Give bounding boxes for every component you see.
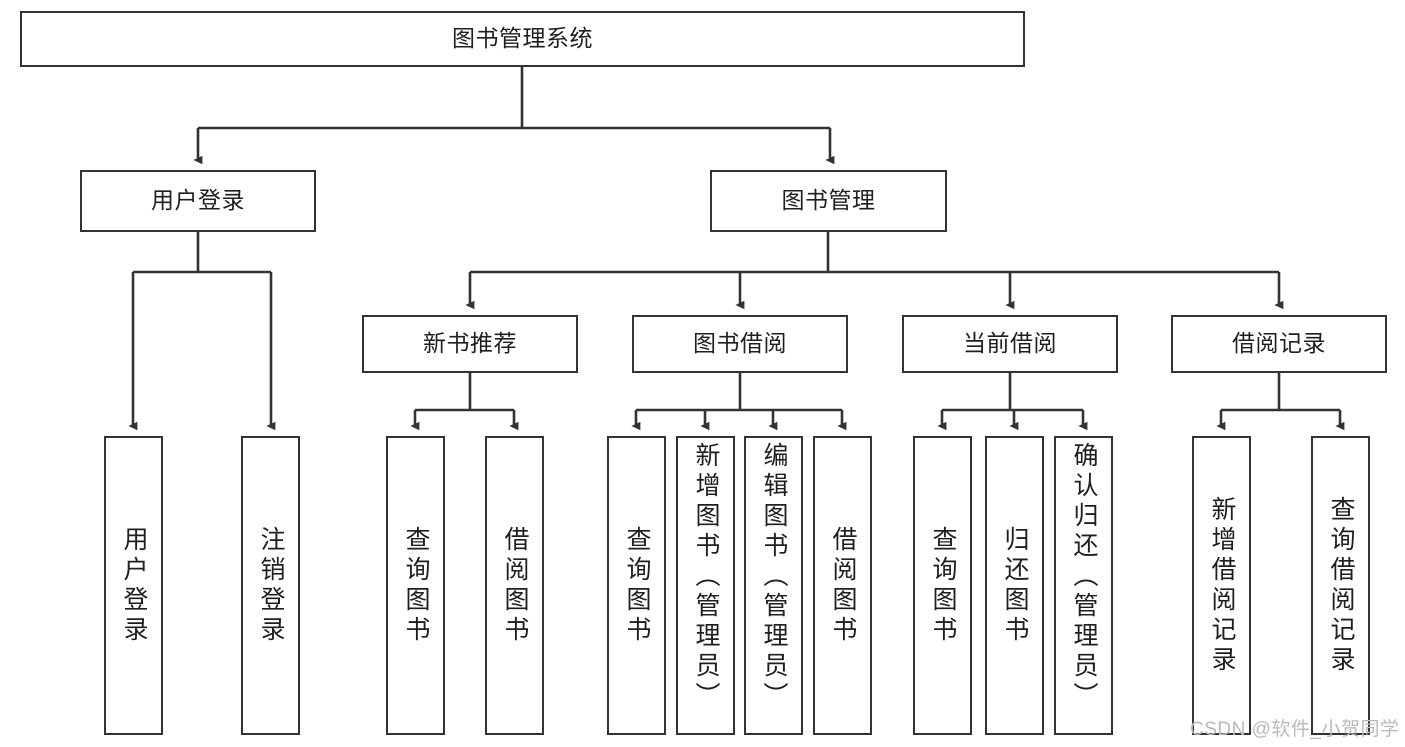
node-leaf-query-record[interactable]: 查询借阅记录 <box>1311 436 1370 735</box>
node-leaf-logout[interactable]: 注销登录 <box>241 436 300 735</box>
node-book-borrow-label: 图书借阅 <box>693 330 787 357</box>
node-leaf-query-record-label: 查询借阅记录 <box>1327 495 1355 676</box>
node-leaf-add-record[interactable]: 新增借阅记录 <box>1192 436 1251 735</box>
node-book-manage[interactable]: 图书管理 <box>710 170 947 232</box>
node-leaf-query-book[interactable]: 查询图书 <box>607 436 666 735</box>
node-leaf-edit-book-label: 编辑图书（管理员） <box>760 442 788 712</box>
node-root[interactable]: 图书管理系统 <box>20 11 1025 67</box>
node-new-book-recommend-label: 新书推荐 <box>423 330 517 357</box>
node-leaf-borrow-book-rec-label: 借阅图书 <box>501 525 529 646</box>
node-leaf-logout-label: 注销登录 <box>257 525 285 646</box>
node-leaf-add-book-label: 新增图书（管理员） <box>692 442 720 712</box>
node-leaf-confirm-return-label: 确认归还（管理员） <box>1070 442 1098 712</box>
node-leaf-user-login-label: 用户登录 <box>120 525 148 646</box>
node-root-label: 图书管理系统 <box>452 25 593 52</box>
csdn-watermark: CSDN @软件_小贺同学 <box>1190 719 1400 740</box>
node-leaf-query-book-rec-label: 查询图书 <box>402 525 430 646</box>
node-leaf-add-record-label: 新增借阅记录 <box>1208 495 1236 676</box>
node-new-book-recommend[interactable]: 新书推荐 <box>362 315 578 373</box>
node-leaf-user-login[interactable]: 用户登录 <box>104 436 163 735</box>
node-user-login[interactable]: 用户登录 <box>80 170 316 232</box>
node-leaf-edit-book[interactable]: 编辑图书（管理员） <box>744 436 803 735</box>
node-borrow-record-label: 借阅记录 <box>1232 330 1326 357</box>
node-leaf-return-book[interactable]: 归还图书 <box>985 436 1044 735</box>
node-leaf-query-current-label: 查询图书 <box>929 525 957 646</box>
node-book-manage-label: 图书管理 <box>781 187 876 214</box>
node-leaf-return-book-label: 归还图书 <box>1001 525 1029 646</box>
node-leaf-confirm-return[interactable]: 确认归还（管理员） <box>1054 436 1113 735</box>
node-user-login-label: 用户登录 <box>151 187 245 214</box>
node-leaf-query-book-rec[interactable]: 查询图书 <box>386 436 445 735</box>
node-borrow-record[interactable]: 借阅记录 <box>1171 315 1387 373</box>
node-leaf-borrow-book[interactable]: 借阅图书 <box>813 436 872 735</box>
node-leaf-borrow-book-label: 借阅图书 <box>829 525 857 646</box>
node-leaf-borrow-book-rec[interactable]: 借阅图书 <box>485 436 544 735</box>
node-current-borrow-label: 当前借阅 <box>963 330 1057 357</box>
node-leaf-query-current[interactable]: 查询图书 <box>913 436 972 735</box>
node-current-borrow[interactable]: 当前借阅 <box>902 315 1118 373</box>
node-leaf-query-book-label: 查询图书 <box>623 525 651 646</box>
node-book-borrow[interactable]: 图书借阅 <box>632 315 848 373</box>
node-leaf-add-book[interactable]: 新增图书（管理员） <box>676 436 735 735</box>
